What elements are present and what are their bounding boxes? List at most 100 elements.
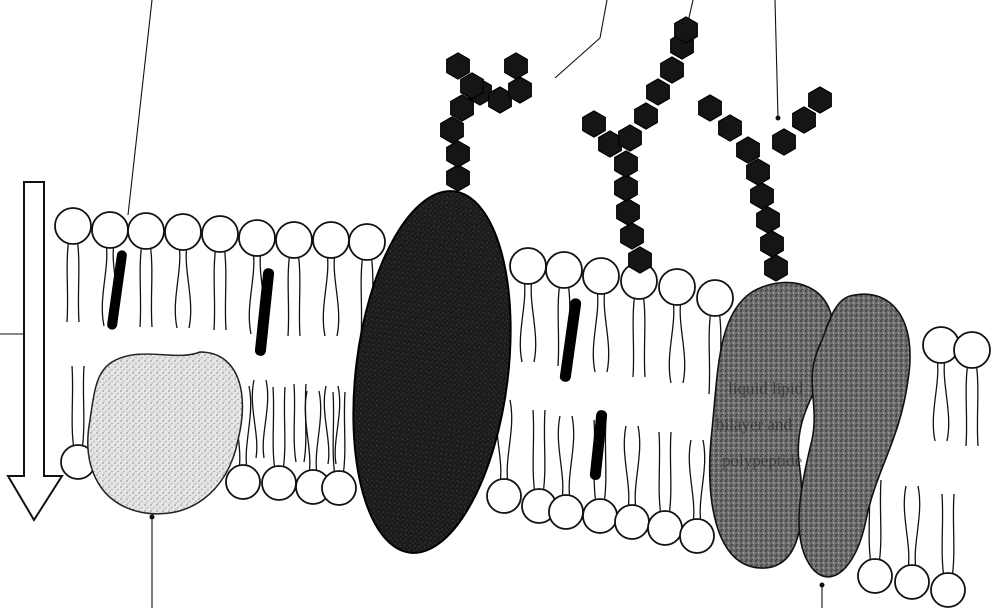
phospholipid-head (313, 222, 349, 258)
cholesterol-1 (106, 250, 127, 331)
sugar-hexagon (447, 165, 470, 191)
leader-dot-channel-protein (820, 583, 825, 588)
inner-lipid-tail (624, 426, 639, 510)
sugar-hexagon (773, 129, 796, 155)
phospholipid-head (583, 258, 619, 294)
obscured-label-line-3: polypeptide (722, 451, 802, 470)
leader-line-phospholipid (128, 0, 152, 215)
inner-lipid-tail (324, 386, 339, 464)
inner-lipid-tail (689, 440, 704, 524)
outer-lipid-tail (933, 357, 948, 441)
outer-lipid-tail (520, 278, 535, 362)
inner-lipid-tail (558, 416, 573, 500)
sugar-hexagon (747, 159, 770, 185)
sugar-hexagon (647, 79, 670, 105)
obscured-label-text: liquid lipid bilayer and polypeptide (716, 379, 804, 470)
inner-lipid-tail (333, 392, 345, 476)
inner-lipid-tail (305, 391, 320, 475)
sugar-hexagon (447, 141, 470, 167)
sugar-hexagon (599, 131, 622, 157)
peripheral-protein (88, 352, 243, 514)
outer-lipid-tail (633, 293, 645, 377)
inner-lipid-tail (904, 486, 919, 570)
sugar-hexagon (809, 87, 832, 113)
phospholipid-head (92, 212, 128, 248)
phospholipid-head (262, 466, 296, 500)
phospholipid-head (895, 565, 929, 599)
leader-dot-peripheral-protein (150, 515, 155, 520)
phospholipid-head (954, 332, 990, 368)
phospholipid-head (226, 465, 260, 499)
inner-lipid-tail (294, 384, 306, 462)
sugar-hexagon (765, 255, 788, 281)
phospholipid-head (165, 214, 201, 250)
inner-lipid-tail (659, 432, 671, 516)
phospholipid-head (128, 213, 164, 249)
sugar-hexagon (719, 115, 742, 141)
sugar-hexagon (509, 77, 532, 103)
outer-lipid-tail (966, 362, 978, 446)
sugar-hexagon (635, 103, 658, 129)
sugar-hexagon (737, 137, 760, 163)
sugar-hexagon (699, 95, 722, 121)
sugar-hexagon (793, 107, 816, 133)
outer-lipid-tail (67, 238, 79, 322)
down-arrow-icon (8, 182, 62, 520)
sugar-hexagon (757, 207, 780, 233)
outer-lipid-tail (214, 246, 226, 330)
obscured-label-line-2: bilayer and (716, 415, 792, 434)
leader-line-glycolipid (555, 0, 607, 78)
inner-lipid-tail (252, 380, 267, 458)
phospholipid-head (487, 479, 521, 513)
inner-lipid-tail (942, 494, 954, 578)
sugar-hexagon (675, 17, 698, 43)
inner-lipid-tail (533, 410, 545, 494)
phospholipid-head (546, 252, 582, 288)
phospholipid-head (615, 505, 649, 539)
outer-lipid-tail (288, 252, 300, 336)
phospholipid-head (858, 559, 892, 593)
phospholipid-head (680, 519, 714, 553)
phospholipid-head (583, 499, 617, 533)
leader-dot-oligosaccharide (776, 116, 781, 121)
channel-protein: liquid lipid bilayer and polypeptide (710, 282, 910, 576)
outer-lipid-tail (175, 244, 190, 328)
phospholipid-head (55, 208, 91, 244)
sugar-hexagon (505, 53, 528, 79)
outer-lipid-tail (140, 243, 152, 327)
sugar-hexagon (461, 73, 484, 99)
sugar-hexagon (629, 247, 652, 273)
inner-lipid-tail (273, 387, 285, 471)
obscured-label-line-1: liquid lipid (728, 379, 804, 398)
phospholipid-head (659, 269, 695, 305)
phospholipid-head (202, 216, 238, 252)
sugar-hexagon (615, 151, 638, 177)
phospholipid-head (549, 495, 583, 529)
leader-line-oligosaccharide (775, 0, 778, 118)
outer-lipid-tail (669, 299, 684, 383)
phospholipid-head (923, 327, 959, 363)
phospholipid-head (931, 573, 965, 607)
carbohydrate-chains (441, 17, 832, 281)
phospholipid-head (276, 222, 312, 258)
phospholipid-head (349, 224, 385, 260)
outer-lipid-tail (593, 288, 608, 372)
phospholipid-head (648, 511, 682, 545)
sugar-hexagon (619, 125, 642, 151)
cholesterol-2 (254, 268, 274, 357)
sugar-hexagon (661, 57, 684, 83)
cholesterol-3 (559, 298, 582, 383)
phospholipid-head (510, 248, 546, 284)
outer-lipid-tail (323, 252, 338, 336)
sugar-hexagon (441, 117, 464, 143)
sugar-hexagon (615, 175, 638, 201)
inner-lipid-tail (72, 366, 84, 450)
phospholipid-head (239, 220, 275, 256)
sugar-hexagon (617, 199, 640, 225)
phospholipid-head (697, 280, 733, 316)
sugar-hexagon (583, 111, 606, 137)
phospholipid-head (322, 471, 356, 505)
sugar-hexagon (761, 231, 784, 257)
